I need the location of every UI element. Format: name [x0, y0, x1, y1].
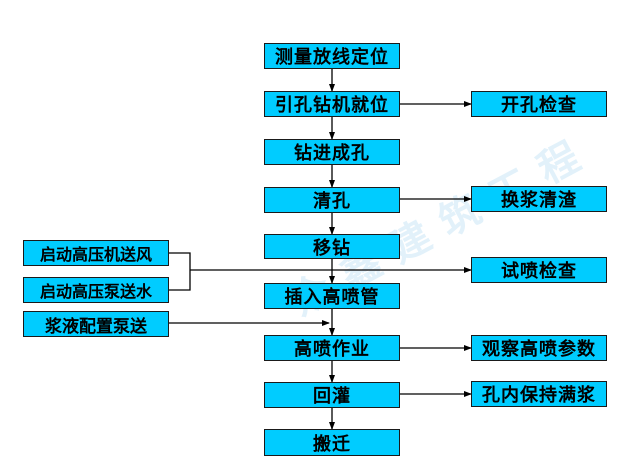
step-move-drill: 移钻	[264, 234, 400, 259]
step-grout-mixing: 浆液配置泵送	[23, 311, 169, 337]
step-drilling: 钻进成孔	[264, 139, 400, 165]
step-start-air-compressor: 启动高压机送风	[23, 240, 169, 266]
step-insert-jet-pipe: 插入高喷管	[264, 283, 400, 309]
step-slurry-cleaning: 换浆清渣	[471, 186, 607, 212]
step-jet-grouting: 高喷作业	[264, 335, 400, 361]
step-relocate: 搬迁	[264, 429, 400, 456]
step-drill-in-place: 引孔钻机就位	[264, 91, 400, 117]
step-backfill: 回灌	[264, 382, 400, 408]
step-trial-spray-check: 试喷检查	[471, 257, 607, 283]
bracket-left	[168, 252, 191, 291]
step-keep-hole-full: 孔内保持满浆	[471, 381, 607, 407]
step-check-opening: 开孔检查	[471, 91, 607, 117]
step-start-water-pump: 启动高压泵送水	[23, 277, 169, 303]
step-survey-positioning: 测量放线定位	[264, 43, 400, 69]
step-hole-cleaning: 清孔	[264, 187, 400, 213]
step-observe-parameters: 观察高喷参数	[471, 335, 607, 361]
